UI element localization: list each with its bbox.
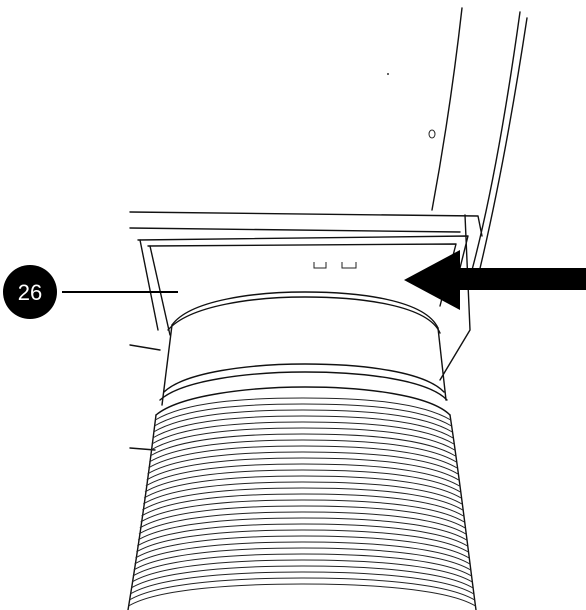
hose-rib (139, 505, 466, 529)
hose-rib (142, 487, 463, 511)
hose-rib (130, 565, 474, 589)
hose-rib (145, 463, 460, 487)
hose-rib (144, 469, 461, 493)
hose-rib (150, 427, 455, 451)
hose-rib (154, 403, 452, 427)
hose-rib (138, 511, 467, 535)
upper-panel (387, 7, 528, 381)
hose-rib (130, 571, 475, 595)
hose-rib (147, 451, 459, 475)
hose-rib (135, 535, 470, 559)
exhaust-hose (127, 397, 477, 610)
hose-rib (149, 433, 456, 457)
callout-26: 26 (3, 265, 178, 319)
hose-rib (132, 553, 472, 577)
hose-rib (137, 517, 467, 541)
hose-connector (155, 291, 451, 416)
hose-rib (134, 541, 471, 565)
window-adapter (129, 211, 483, 451)
hose-rib (146, 457, 459, 481)
callout-badge (3, 265, 57, 319)
hose-rib (140, 499, 465, 523)
hose-rib (129, 577, 475, 601)
hose-rib (151, 421, 455, 445)
hose-rib (143, 475, 462, 499)
hose-rib (128, 583, 476, 607)
hose-rib (133, 547, 471, 571)
hose-rib (155, 397, 451, 421)
hose-rib (152, 415, 454, 439)
hose-rib (148, 445, 458, 469)
hose-rib (136, 529, 469, 553)
hose-rib (136, 523, 468, 547)
callout-number: 26 (18, 280, 42, 305)
hose-rib (141, 493, 464, 517)
hose-rib (153, 409, 453, 433)
hose-rib (148, 439, 457, 463)
hose-rib (142, 481, 463, 505)
hose-rib (131, 559, 473, 583)
insert-direction-arrow (404, 250, 586, 310)
